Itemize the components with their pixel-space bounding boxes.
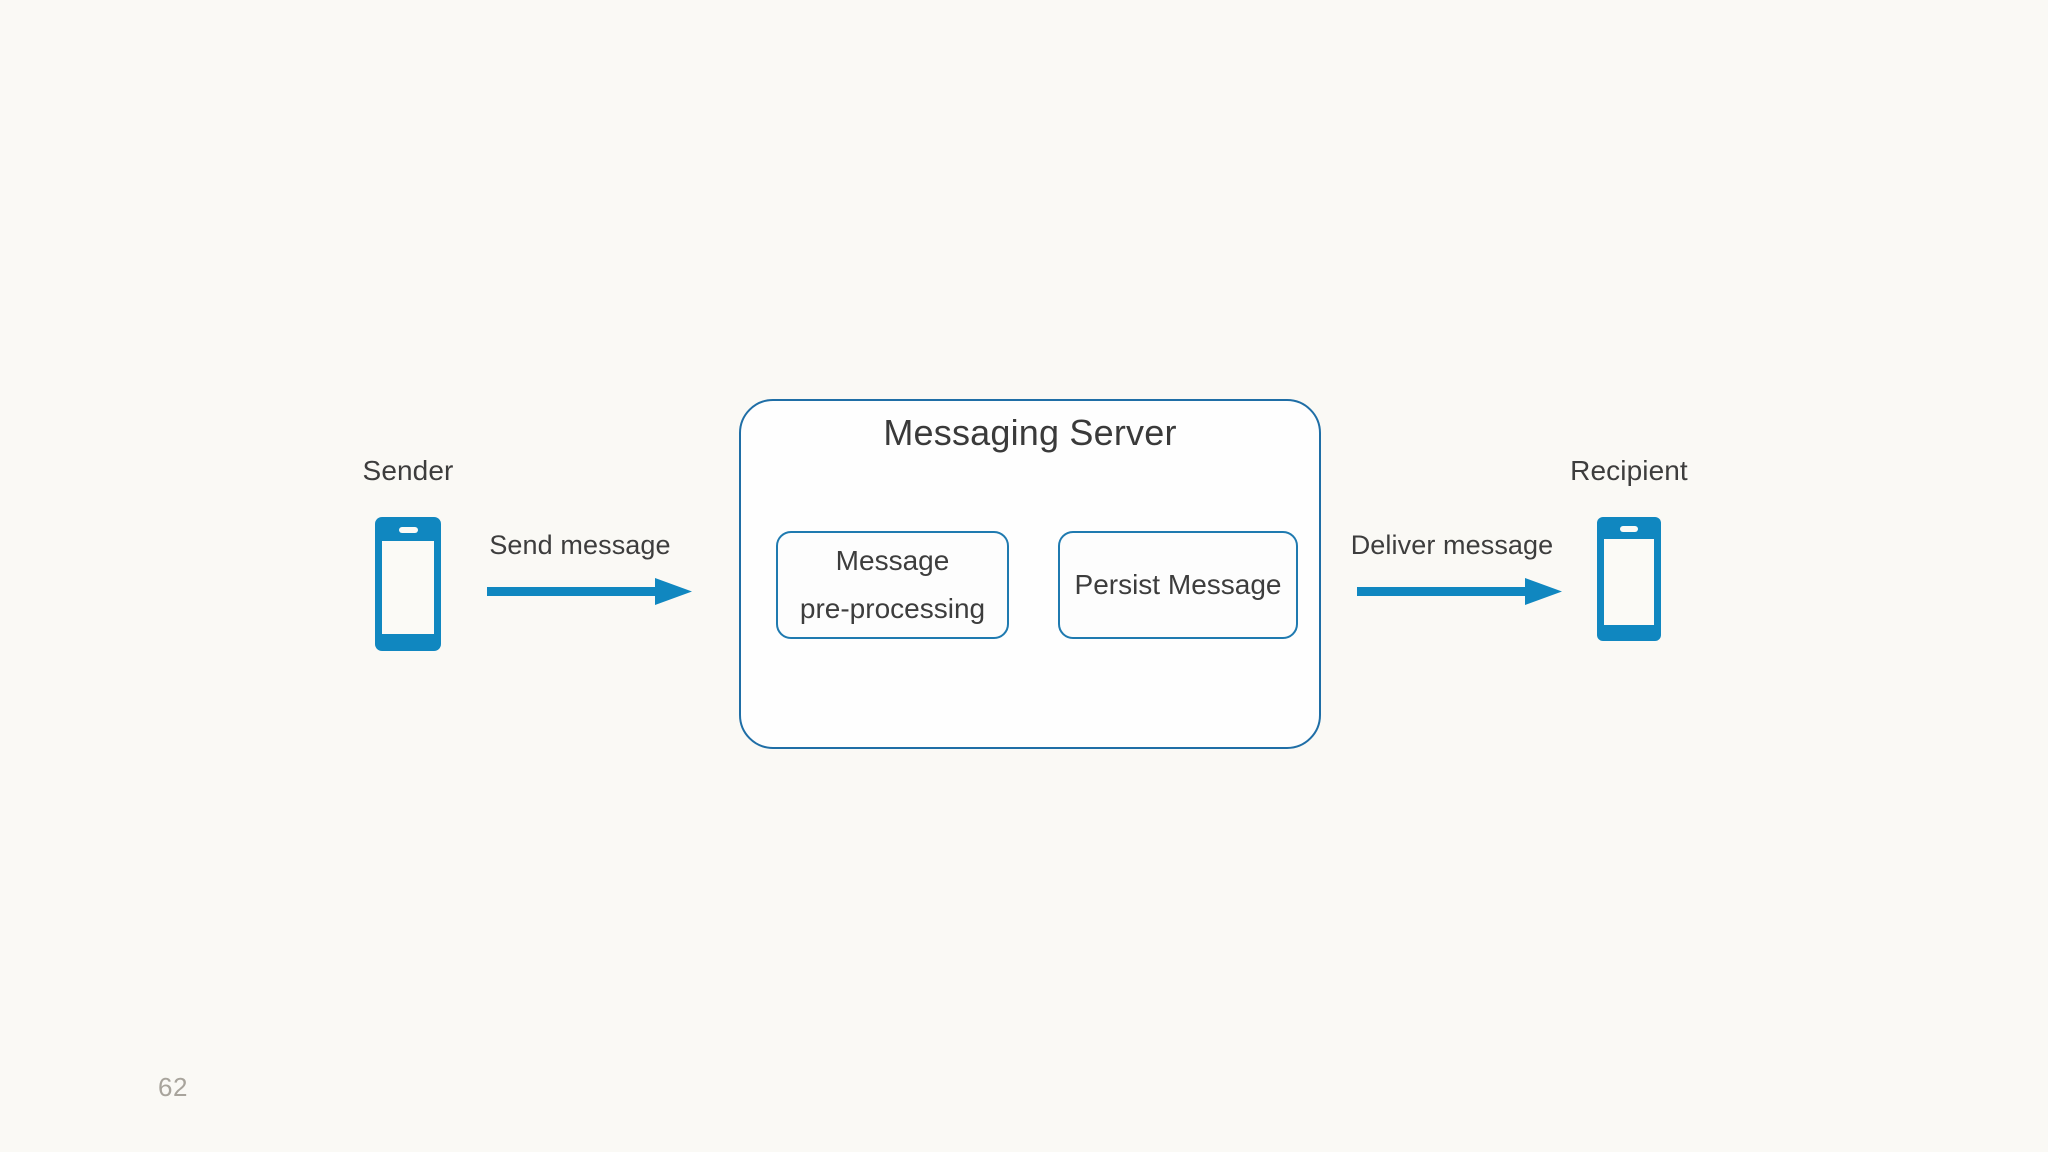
recipient-label: Recipient — [1570, 455, 1688, 486]
node-persist-message[interactable]: Persist Message — [1058, 531, 1298, 639]
node-persist-message-line1: Persist Message — [1074, 568, 1282, 600]
node-message-preprocessing-text: Message pre-processing — [800, 537, 985, 633]
node-persist-message-text: Persist Message — [1075, 561, 1282, 609]
page-number: 62 — [158, 1072, 188, 1102]
recipient-phone-icon — [1597, 517, 1661, 641]
send-message-arrow — [487, 578, 692, 606]
mobile-phone-icon — [1597, 517, 1661, 641]
node-message-preprocessing[interactable]: Message pre-processing — [776, 531, 1009, 639]
arrow-right-icon — [487, 578, 692, 605]
sender-phone-icon — [375, 517, 441, 651]
messaging-server-title: Messaging Server — [883, 412, 1177, 453]
deliver-message-label: Deliver message — [1350, 530, 1554, 560]
deliver-message-arrow — [1357, 578, 1562, 606]
node-message-preprocessing-line1: Message — [835, 544, 950, 576]
mobile-phone-icon — [375, 517, 441, 651]
sender-label: Sender — [362, 455, 454, 486]
send-message-label: Send message — [489, 530, 671, 560]
arrow-right-icon — [1357, 578, 1562, 605]
node-message-preprocessing-line2: pre-processing — [799, 593, 986, 624]
